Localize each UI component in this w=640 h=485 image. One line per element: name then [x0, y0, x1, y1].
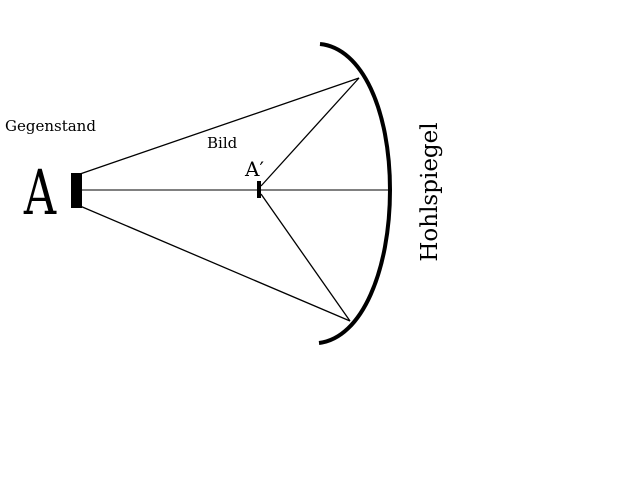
object-label: Gegenstand [5, 117, 96, 135]
image-letter: A′ [244, 157, 264, 181]
mirror-label: Hohlspiegel [417, 122, 443, 261]
concave-mirror [318, 42, 393, 345]
image-label: Bild [207, 134, 238, 152]
ray-lower-incident [79, 205, 351, 322]
image-bar [257, 181, 261, 198]
ray-upper-reflected [260, 77, 360, 187]
ray-lower-reflected [260, 193, 351, 322]
object-bar [71, 173, 82, 208]
object-letter: A [23, 157, 57, 229]
ray-upper-incident [79, 77, 360, 175]
